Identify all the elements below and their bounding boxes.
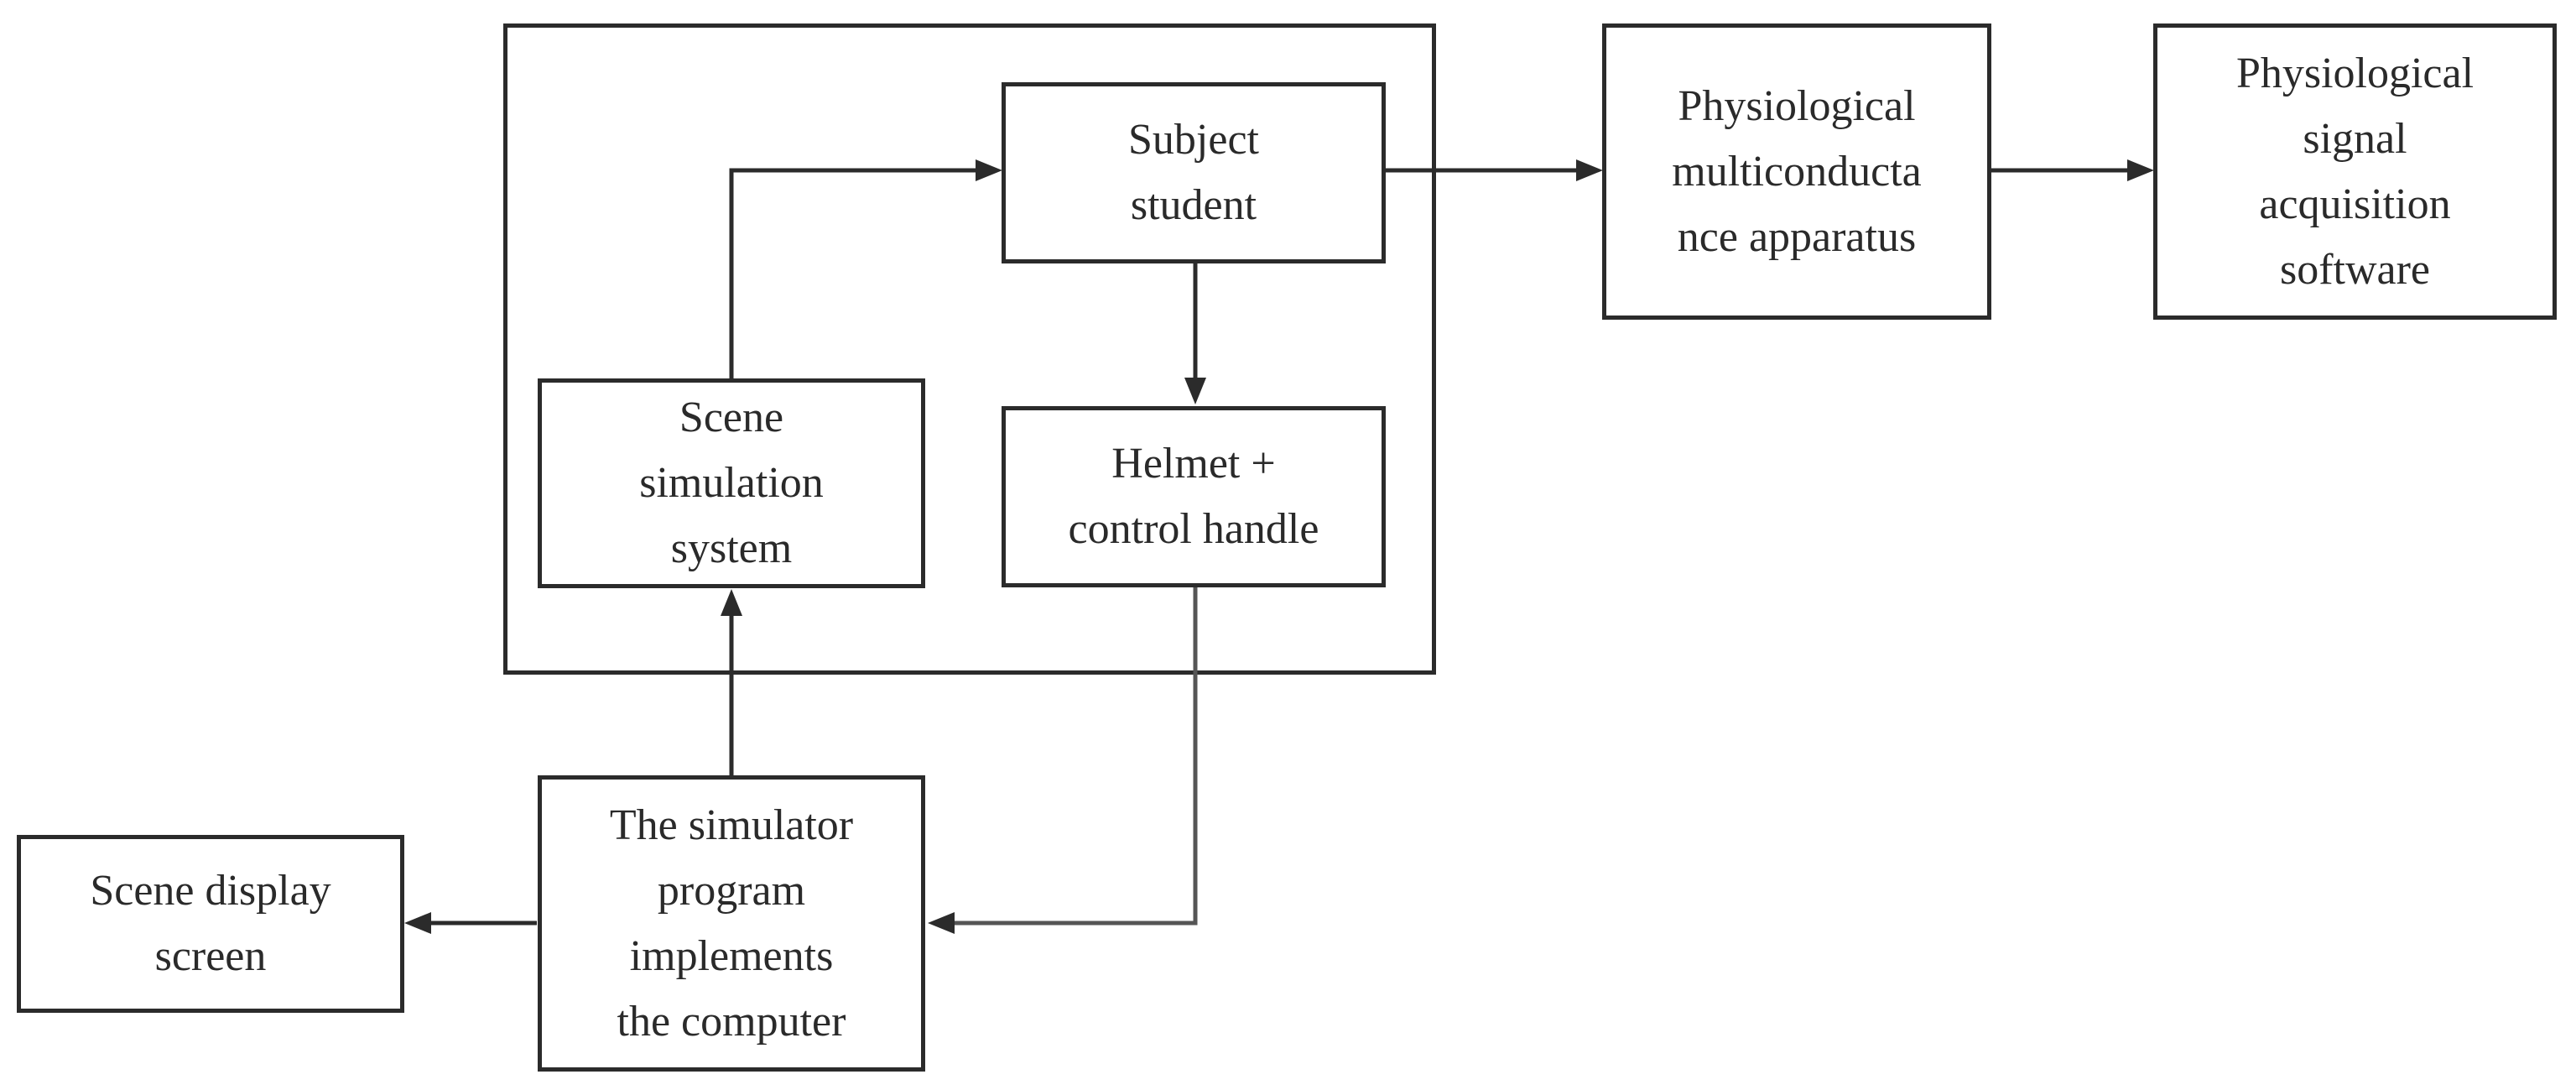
node-physiological-signal-acquisition-software: Physiological signal acquisition softwar… (2153, 23, 2557, 320)
node-subject-student-label: Subject student (1128, 116, 1259, 229)
edge-computer-to-scene (721, 589, 742, 776)
arrowhead-icon (976, 159, 1002, 181)
edge-computer-to-display (404, 912, 537, 934)
arrowhead-icon (1184, 378, 1206, 404)
node-helmet-control-handle: Helmet + control handle (1002, 406, 1386, 587)
node-scene-display-screen-label: Scene display screen (90, 867, 331, 980)
node-physiological-signal-acquisition-software-label: Physiological signal acquisition softwar… (2235, 49, 2475, 294)
node-helmet-control-handle-label: Helmet + control handle (1068, 440, 1319, 553)
node-simulator-program-computer: The simulator program implements the com… (538, 775, 925, 1072)
node-scene-simulation-system-label: Scene simulation system (639, 394, 824, 572)
simulation-group-frame (503, 23, 1436, 675)
arrowhead-icon (721, 589, 742, 616)
edge-apparatus-to-software (1990, 159, 2154, 181)
node-scene-display-screen: Scene display screen (17, 835, 404, 1013)
arrowhead-icon (1576, 159, 1603, 181)
edge-subject-to-helmet (1184, 263, 1206, 404)
arrowhead-icon (928, 912, 955, 934)
node-scene-simulation-system: Scene simulation system (538, 378, 925, 588)
edge-scene-to-subject (729, 159, 1002, 380)
node-subject-student: Subject student (1002, 82, 1386, 263)
node-simulator-program-computer-label: The simulator program implements the com… (609, 801, 854, 1046)
node-physiological-multiconductance-apparatus-label: Physiological multiconducta nce apparatu… (1672, 81, 1922, 261)
edge-helmet-to-computer (928, 587, 1198, 934)
arrowhead-icon (404, 912, 431, 934)
edge-subject-to-apparatus (1384, 159, 1603, 181)
arrowhead-icon (2127, 159, 2154, 181)
node-physiological-multiconductance-apparatus: Physiological multiconducta nce apparatu… (1602, 23, 1991, 320)
